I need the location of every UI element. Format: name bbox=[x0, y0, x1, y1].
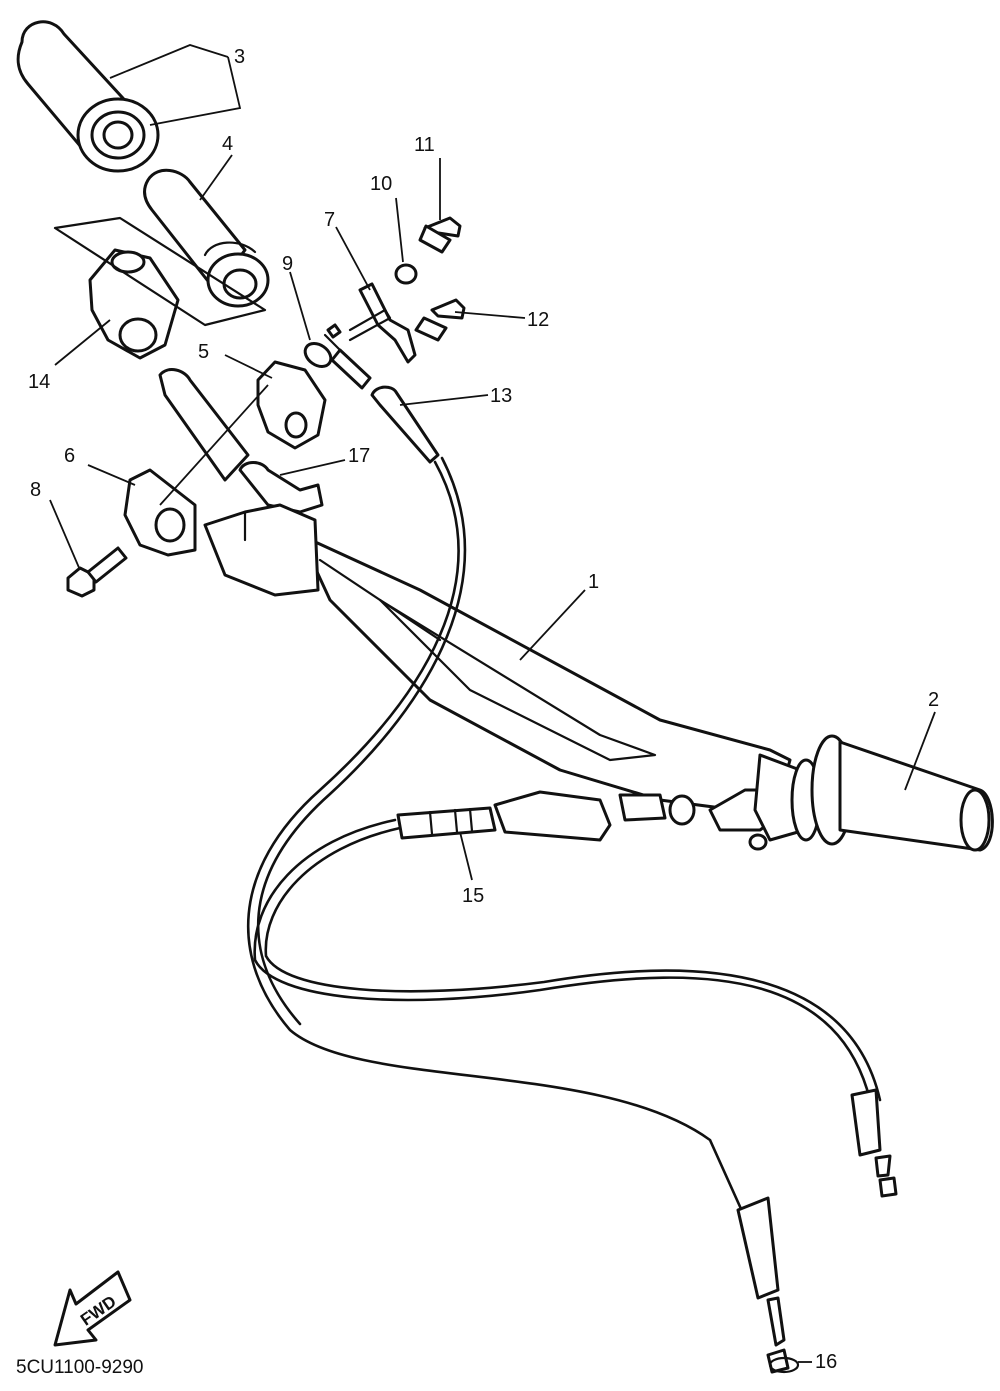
left-grip[interactable] bbox=[16, 20, 160, 173]
collar[interactable] bbox=[394, 263, 418, 285]
screw-12[interactable] bbox=[414, 298, 466, 342]
handlebar[interactable] bbox=[298, 533, 792, 817]
bolt-8[interactable] bbox=[66, 546, 128, 598]
cable-adjuster[interactable] bbox=[301, 323, 372, 390]
callout-3: 3 bbox=[234, 46, 245, 68]
callout-6: 6 bbox=[64, 445, 75, 467]
diagram-code: 5CU1100-9290 bbox=[16, 1357, 143, 1378]
return-cable[interactable] bbox=[253, 788, 898, 1198]
callout-13: 13 bbox=[490, 385, 512, 407]
callout-4: 4 bbox=[222, 133, 233, 155]
throttle-cable[interactable] bbox=[246, 385, 790, 1374]
fwd-arrow-icon: FWD bbox=[53, 1270, 132, 1347]
callout-7: 7 bbox=[324, 209, 335, 231]
o-ring[interactable] bbox=[768, 1356, 800, 1374]
callout-8: 8 bbox=[30, 479, 41, 501]
screw-11[interactable] bbox=[418, 216, 462, 254]
callout-12: 12 bbox=[527, 309, 549, 331]
callout-2: 2 bbox=[928, 689, 939, 711]
callout-9: 9 bbox=[282, 253, 293, 275]
right-grip[interactable] bbox=[753, 734, 994, 852]
callout-16: 16 bbox=[815, 1351, 837, 1373]
switch-holder[interactable] bbox=[203, 461, 324, 597]
callout-labels: 1 2 3 4 5 6 7 8 9 10 11 12 13 14 15 16 1… bbox=[28, 46, 939, 1373]
callout-5: 5 bbox=[198, 341, 209, 363]
housing-cover[interactable] bbox=[158, 360, 327, 482]
callout-1: 1 bbox=[588, 571, 599, 593]
callout-17: 17 bbox=[348, 445, 370, 467]
throttle-housing[interactable] bbox=[53, 216, 267, 360]
handlebar-clamp[interactable] bbox=[123, 468, 197, 557]
callout-15: 15 bbox=[462, 885, 484, 907]
leader-lines bbox=[49, 44, 936, 1363]
cable-bracket[interactable] bbox=[348, 282, 417, 364]
callout-14: 14 bbox=[28, 371, 50, 393]
callout-10: 10 bbox=[370, 173, 392, 195]
throttle-tube[interactable] bbox=[143, 168, 270, 308]
callout-11: 11 bbox=[414, 134, 435, 156]
